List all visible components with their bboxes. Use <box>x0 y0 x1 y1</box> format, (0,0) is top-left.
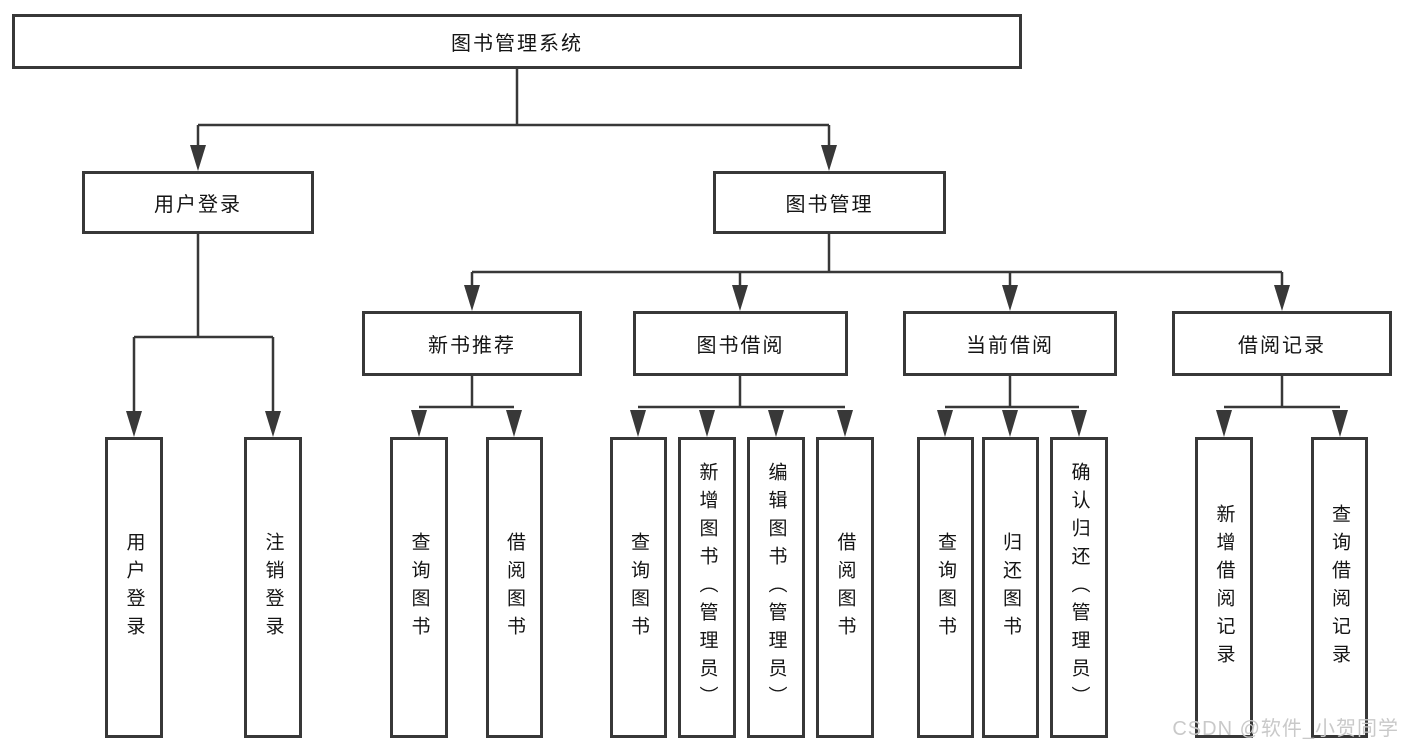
node-user-login-label: 用户登录 <box>154 194 242 216</box>
node-book-management: 图书管理 <box>713 171 946 234</box>
arrowhead <box>411 410 427 437</box>
arrowhead <box>768 410 784 437</box>
leaf-add-book-admin-label: 新增图书（管理员） <box>696 461 718 714</box>
leaf-edit-book-admin-label: 编辑图书（管理员） <box>765 461 787 714</box>
node-root: 图书管理系统 <box>12 14 1022 69</box>
connector-new-book-recommend-to-leaves <box>411 376 522 437</box>
arrowhead <box>1002 285 1018 311</box>
connector-book-borrow-to-leaves <box>630 376 853 437</box>
leaf-query-books-1-label: 查询图书 <box>408 531 430 644</box>
leaf-add-book-admin: 新增图书（管理员） <box>678 437 736 738</box>
leaf-logout: 注销登录 <box>244 437 302 738</box>
leaf-borrow-books-1-label: 借阅图书 <box>504 531 525 644</box>
leaf-query-books-3: 查询图书 <box>917 437 974 738</box>
leaf-add-borrow-record-label: 新增借阅记录 <box>1213 503 1235 672</box>
node-book-borrow: 图书借阅 <box>633 311 848 376</box>
arrowhead <box>732 285 748 311</box>
arrowhead <box>837 410 853 437</box>
leaf-add-borrow-record: 新增借阅记录 <box>1195 437 1253 738</box>
arrowhead <box>821 145 837 171</box>
leaf-logout-label: 注销登录 <box>262 531 284 644</box>
node-new-book-recommend: 新书推荐 <box>362 311 582 376</box>
node-borrow-records-label: 借阅记录 <box>1238 335 1326 357</box>
arrowhead <box>464 285 480 311</box>
arrowhead <box>1071 410 1087 437</box>
connector-current-borrow-to-leaves <box>937 376 1087 437</box>
leaf-query-borrow-record-label: 查询借阅记录 <box>1329 503 1350 672</box>
leaf-user-login-label: 用户登录 <box>123 531 145 644</box>
node-book-management-label: 图书管理 <box>785 194 874 216</box>
leaf-query-books-1: 查询图书 <box>390 437 448 738</box>
arrowhead <box>937 410 953 437</box>
leaf-borrow-books-1: 借阅图书 <box>486 437 543 738</box>
arrowhead <box>506 410 522 437</box>
node-user-login: 用户登录 <box>82 171 314 234</box>
leaf-user-login: 用户登录 <box>105 437 163 738</box>
leaf-borrow-books-2-label: 借阅图书 <box>834 531 856 644</box>
leaf-return-book: 归还图书 <box>982 437 1039 738</box>
arrowhead <box>699 410 715 437</box>
arrowhead <box>265 411 281 437</box>
arrowhead <box>190 145 206 171</box>
node-borrow-records: 借阅记录 <box>1172 311 1392 376</box>
node-current-borrow: 当前借阅 <box>903 311 1117 376</box>
leaf-edit-book-admin: 编辑图书（管理员） <box>747 437 805 738</box>
leaf-confirm-return-admin-label: 确认归还（管理员） <box>1068 461 1090 714</box>
leaf-confirm-return-admin: 确认归还（管理员） <box>1050 437 1108 738</box>
arrowhead <box>1002 410 1018 437</box>
leaf-query-books-2: 查询图书 <box>610 437 667 738</box>
node-new-book-recommend-label: 新书推荐 <box>428 335 516 357</box>
leaf-query-books-2-label: 查询图书 <box>628 531 649 644</box>
node-root-label: 图书管理系统 <box>451 33 583 55</box>
node-current-borrow-label: 当前借阅 <box>966 335 1054 357</box>
leaf-borrow-books-2: 借阅图书 <box>816 437 874 738</box>
leaf-query-borrow-record: 查询借阅记录 <box>1311 437 1368 738</box>
connector-user-login-to-leaves <box>126 234 281 437</box>
connector-root-to-level2 <box>190 69 837 171</box>
arrowhead <box>1332 410 1348 437</box>
arrowhead <box>630 410 646 437</box>
watermark-text: CSDN @软件_小贺同学 <box>1172 718 1399 740</box>
connector-book-management-to-level3 <box>464 234 1290 311</box>
arrowhead <box>1274 285 1290 311</box>
connector-borrow-records-to-leaves <box>1216 376 1348 437</box>
arrowhead <box>126 411 142 437</box>
leaf-query-books-3-label: 查询图书 <box>935 531 956 644</box>
leaf-return-book-label: 归还图书 <box>1000 531 1021 644</box>
arrowhead <box>1216 410 1232 437</box>
node-book-borrow-label: 图书借阅 <box>696 335 785 357</box>
